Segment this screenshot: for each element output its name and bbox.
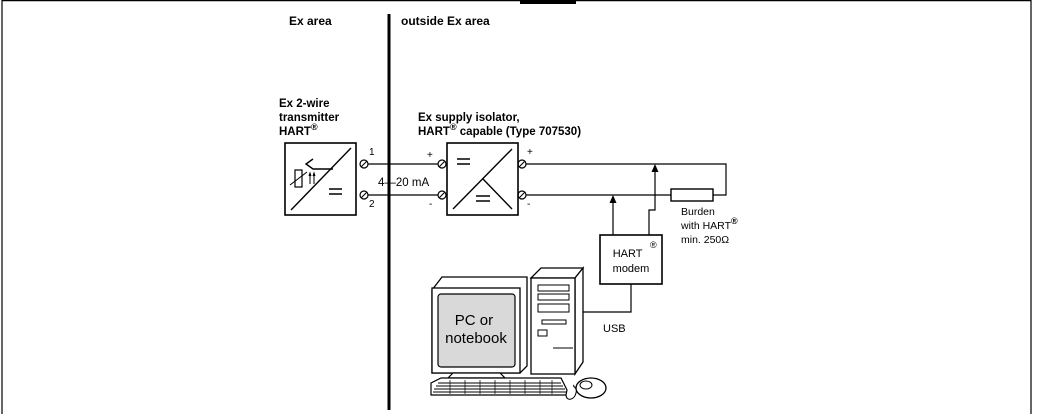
burden-resistor (670, 188, 714, 202)
pc-monitor-screen (437, 293, 516, 368)
transmitter-terminal-2 (359, 190, 369, 200)
isolator-output-minus: - (527, 199, 530, 210)
isolator-output-terminal-minus (517, 190, 527, 200)
pc-monitor (431, 276, 528, 379)
pc-screen-label: PC or notebook (445, 312, 507, 347)
usb-cable (581, 284, 632, 313)
isolator-output-terminal-plus (517, 159, 527, 169)
output-loop-wires (526, 163, 727, 196)
header-fragment (520, 0, 576, 4)
terminal-label-2: 2 (369, 199, 375, 210)
pc-keyboard (430, 377, 568, 396)
isolator-input-plus: + (427, 150, 433, 161)
loop-current-label: 4—20 mA (378, 177, 429, 189)
terminal-label-1: 1 (369, 147, 375, 158)
hart-modem-label: HART modem (613, 248, 650, 275)
transmitter-terminal-1 (359, 159, 369, 169)
isolator-output-plus: + (527, 147, 533, 158)
pc-tower (529, 266, 585, 377)
usb-label: USB (603, 323, 626, 335)
isolator-input-terminal-minus (437, 190, 447, 200)
modem-connection-arrows (609, 164, 659, 235)
zone-label-ex-area: Ex area (289, 14, 332, 28)
isolator-input-minus: - (429, 199, 432, 210)
isolator-input-terminal-plus (437, 159, 447, 169)
burden-label: Burden with HART® min. 250Ω (680, 206, 741, 246)
isolator-label: Ex supply isolator, HART® capable (Type … (418, 112, 581, 138)
transmitter-label: Ex 2-wire transmitter HART® (279, 98, 342, 138)
hart-modem-registered-mark: ® (650, 240, 657, 250)
isolator-symbol (446, 142, 519, 216)
loop-wires (368, 163, 438, 196)
pc-mouse (565, 377, 607, 400)
transmitter-symbol (284, 142, 357, 216)
zone-label-outside-ex-area: outside Ex area (401, 14, 490, 28)
